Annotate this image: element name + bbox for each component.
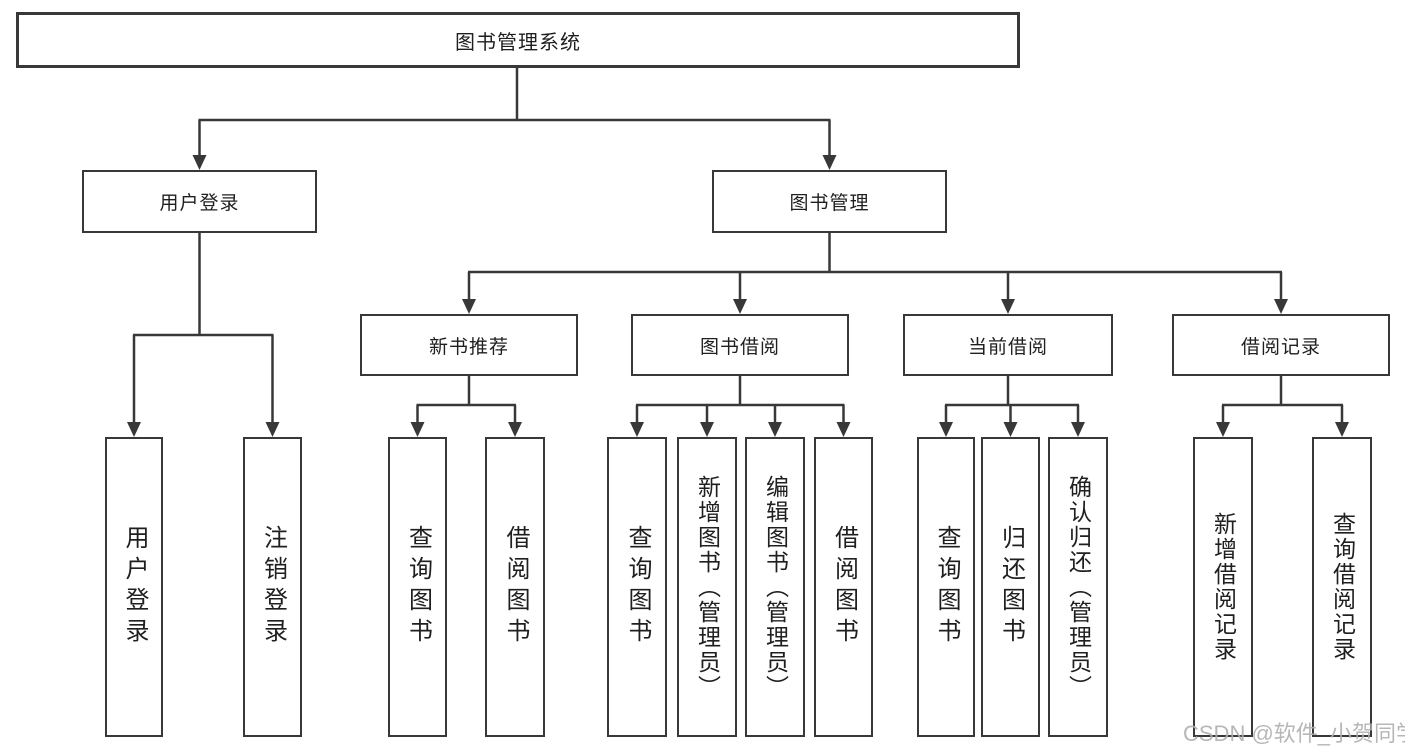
node-root-system: 图书管理系统 <box>16 12 1020 68</box>
leaf-query-borrow-record: 查询借阅记录 <box>1312 437 1372 737</box>
leaf-user-login: 用户登录 <box>105 437 163 737</box>
leaf-query-books-3-label: 查询图书 <box>933 525 960 649</box>
leaf-query-books-2: 查询图书 <box>607 437 667 737</box>
leaf-borrow-books-1: 借阅图书 <box>485 437 545 737</box>
leaf-logout: 注销登录 <box>243 437 302 737</box>
node-borrowing-records: 借阅记录 <box>1172 314 1390 376</box>
leaf-borrow-books-1-label: 借阅图书 <box>502 525 529 649</box>
leaf-query-books-1: 查询图书 <box>388 437 447 737</box>
leaf-confirm-return-admin-label: 确认归还（管理员） <box>1065 474 1092 700</box>
leaf-query-books-1-label: 查询图书 <box>404 525 432 649</box>
node-book-borrowing: 图书借阅 <box>631 314 849 376</box>
csdn-watermark: CSDN @软件_小贺同学 <box>1183 721 1405 746</box>
arrowheads <box>127 155 1349 437</box>
leaf-query-books-3: 查询图书 <box>917 437 975 737</box>
leaf-return-books-label: 归还图书 <box>997 525 1025 649</box>
node-user-login: 用户登录 <box>82 170 317 233</box>
leaf-logout-label: 注销登录 <box>259 525 287 649</box>
leaf-borrow-books-2-label: 借阅图书 <box>830 525 858 649</box>
leaf-user-login-label: 用户登录 <box>121 525 148 649</box>
leaf-return-books: 归还图书 <box>981 437 1040 737</box>
leaf-add-books-admin-label: 新增图书（管理员） <box>694 474 721 700</box>
leaf-confirm-return-admin: 确认归还（管理员） <box>1048 437 1108 737</box>
leaf-add-books-admin: 新增图书（管理员） <box>677 437 737 737</box>
node-new-book-recommend: 新书推荐 <box>360 314 578 376</box>
leaf-add-borrow-record-label: 新增借阅记录 <box>1210 512 1237 662</box>
leaf-query-books-2-label: 查询图书 <box>624 525 651 649</box>
leaf-query-borrow-record-label: 查询借阅记录 <box>1329 512 1356 662</box>
node-book-management: 图书管理 <box>712 170 947 233</box>
node-current-borrowing: 当前借阅 <box>903 314 1113 376</box>
leaf-borrow-books-2: 借阅图书 <box>814 437 873 737</box>
leaf-edit-books-admin: 编辑图书（管理员） <box>745 437 805 737</box>
leaf-edit-books-admin-label: 编辑图书（管理员） <box>762 474 789 700</box>
leaf-add-borrow-record: 新增借阅记录 <box>1193 437 1253 737</box>
